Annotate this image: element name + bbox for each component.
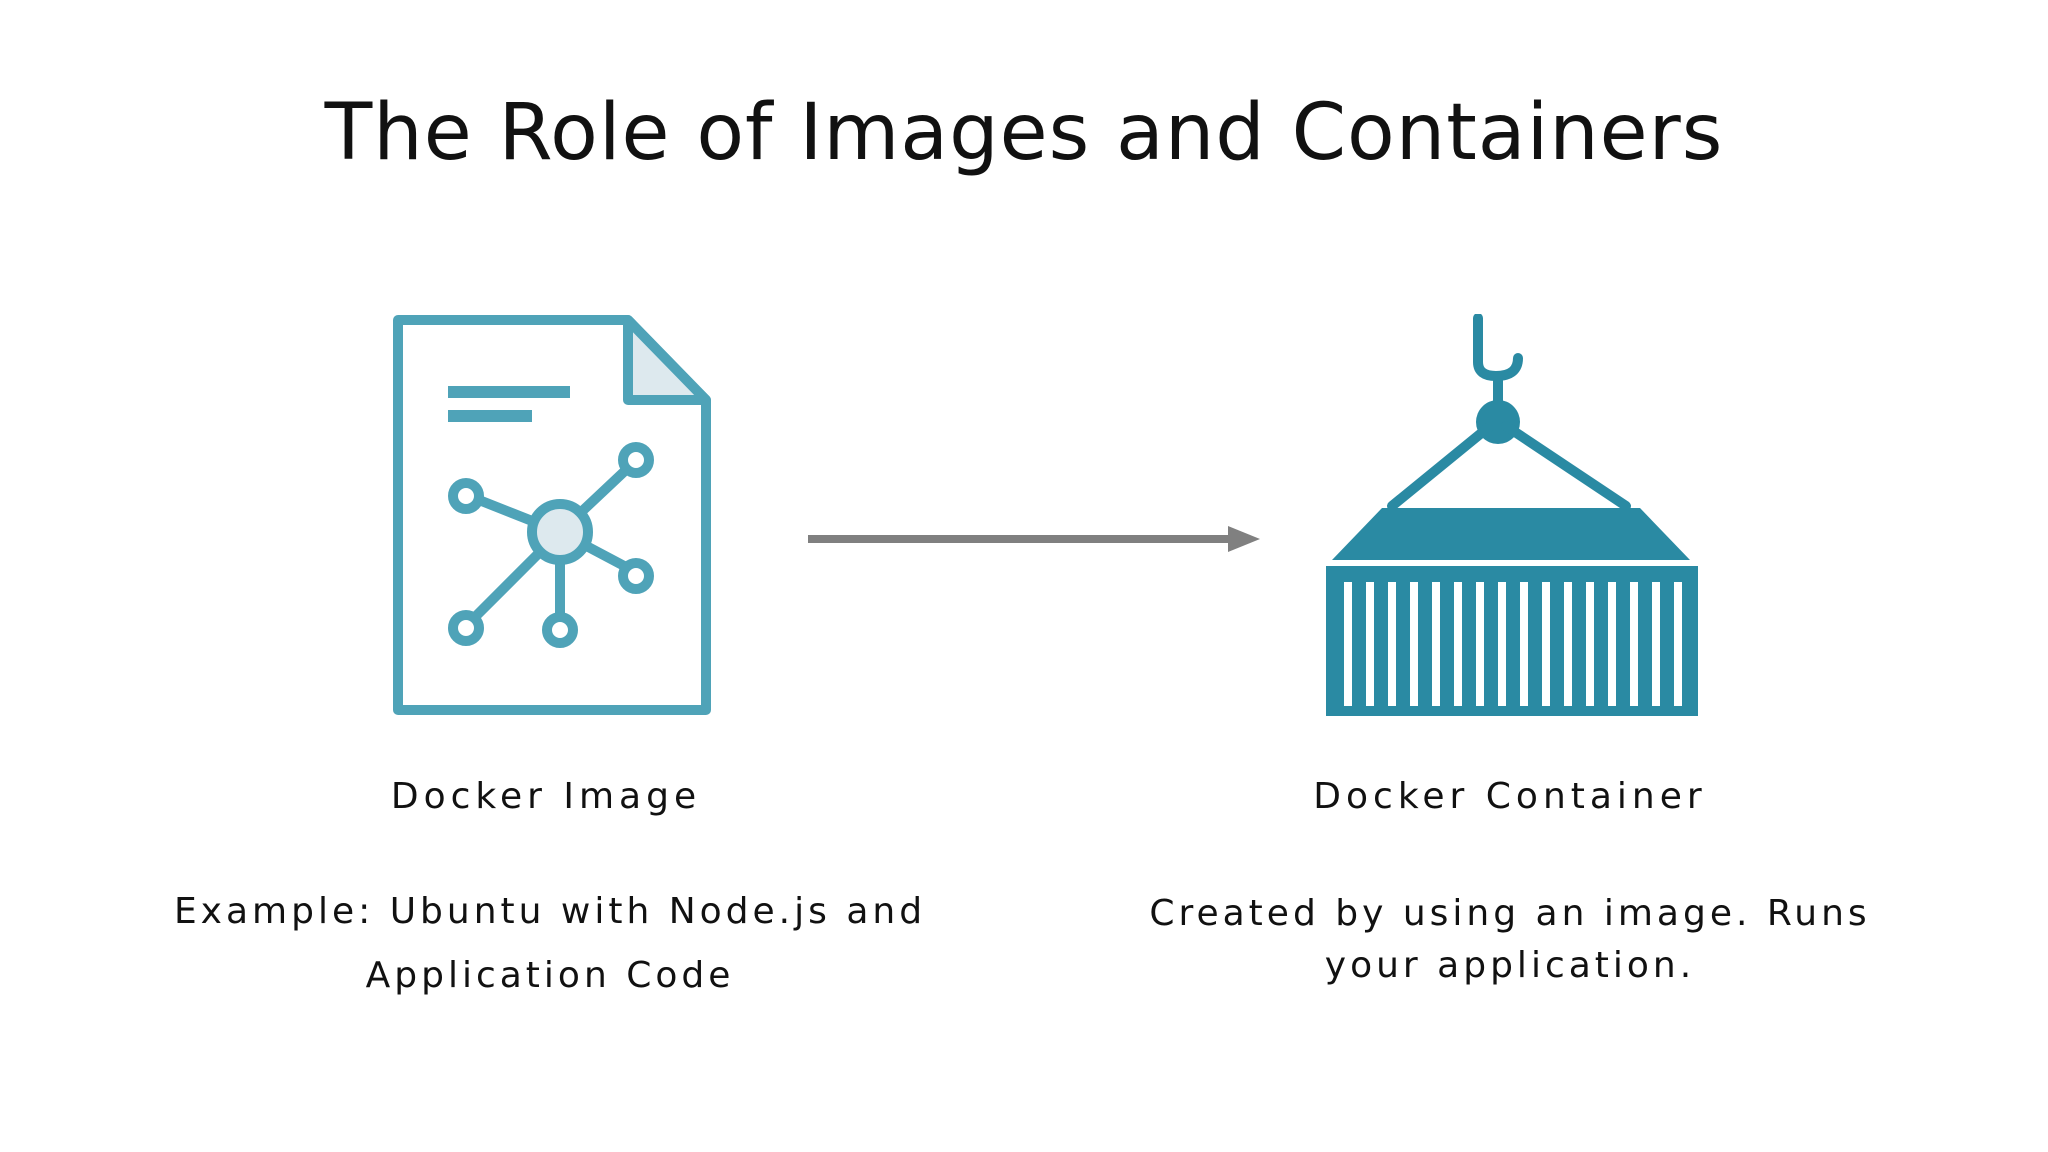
docker-container-label: Docker Container (1313, 776, 1707, 817)
docker-container-description-line: your application. (1324, 945, 1696, 986)
docker-container-description: Created by using an image. Runs your app… (1130, 888, 1890, 992)
docker-image-description: Example: Ubuntu with Node.js and Applica… (160, 880, 940, 1008)
slide-title: The Role of Images and Containers (324, 88, 1724, 178)
docker-image-description-line: Application Code (365, 955, 735, 996)
document-network-icon (393, 315, 711, 715)
arrow-right-icon (808, 526, 1260, 552)
docker-image-description-line: Example: Ubuntu with Node.js and (173, 891, 927, 932)
docker-image-label: Docker Image (390, 776, 702, 817)
docker-container-description-line: Created by using an image. Runs (1149, 893, 1871, 934)
shipping-container-icon (1326, 314, 1698, 716)
